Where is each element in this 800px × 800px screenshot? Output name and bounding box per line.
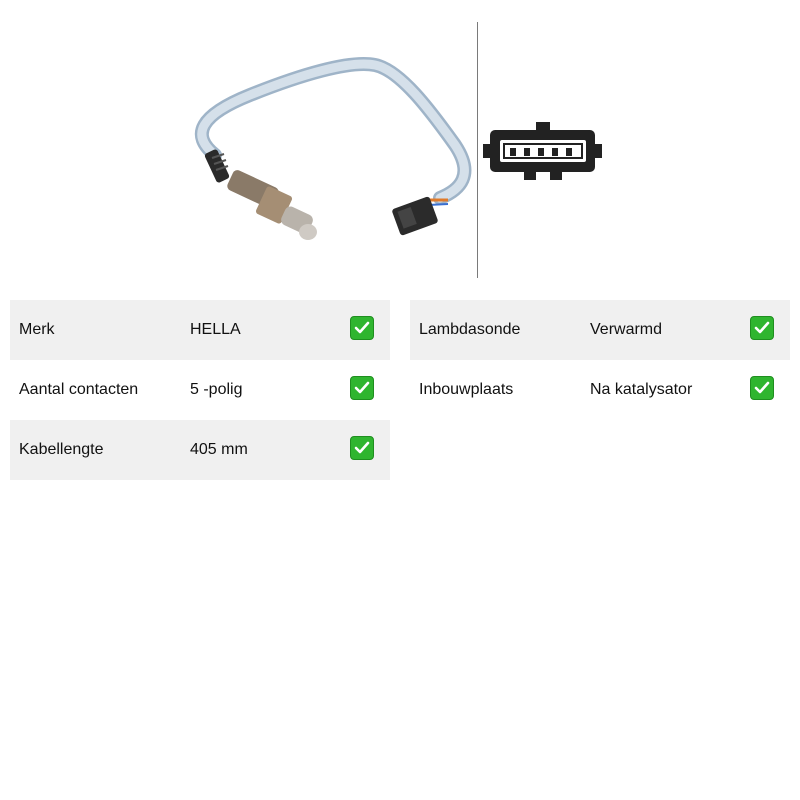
spec-table-right: Lambdasonde Verwarmd Inbouwplaats Na kat… <box>410 300 790 420</box>
spec-value: 5 -polig <box>190 381 243 398</box>
spec-label: Inbouwplaats <box>419 381 514 398</box>
spec-value: 405 mm <box>190 441 248 458</box>
spec-label: Kabellengte <box>19 441 104 458</box>
check-mark-icon <box>350 436 374 460</box>
check-mark-icon <box>350 316 374 340</box>
spec-label: Aantal contacten <box>19 381 139 398</box>
spec-value: HELLA <box>190 321 241 338</box>
lambda-sensor-image <box>194 57 472 240</box>
check-mark-icon <box>750 376 774 400</box>
spec-value: Verwarmd <box>590 321 663 338</box>
spec-row-lambdasonde: Lambdasonde Verwarmd <box>410 300 790 360</box>
spec-row-merk: Merk HELLA <box>10 300 390 360</box>
spec-row-aantal-contacten: Aantal contacten 5 -polig <box>10 360 390 420</box>
image-divider <box>477 22 478 278</box>
spec-row-kabellengte: Kabellengte 405 mm <box>10 420 390 480</box>
spec-row-inbouwplaats: Inbouwplaats Na katalysator <box>410 360 790 420</box>
spec-table-left: Merk HELLA Aantal contacten 5 -polig Kab… <box>10 300 390 480</box>
connector-diagram <box>483 122 602 180</box>
spec-label: Lambdasonde <box>419 321 521 338</box>
check-mark-icon <box>350 376 374 400</box>
spec-value: Na katalysator <box>590 381 693 398</box>
spec-label: Merk <box>19 321 55 338</box>
check-mark-icon <box>750 316 774 340</box>
